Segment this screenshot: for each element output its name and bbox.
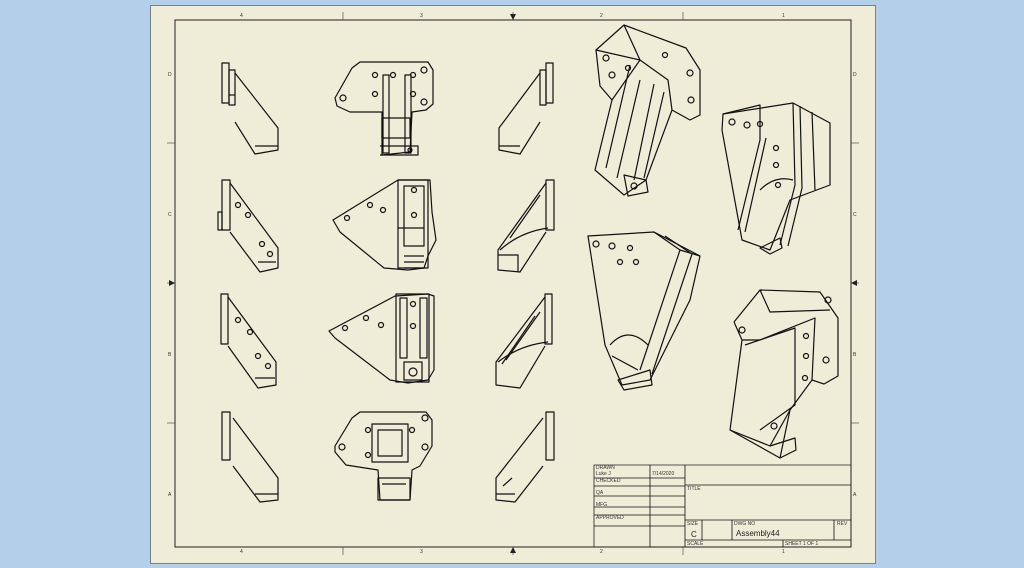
zone-col-4-bottom: 4	[240, 549, 243, 555]
view-iso-1	[594, 24, 701, 197]
sheet-value: SHEET 1 OF 1	[785, 541, 819, 547]
drawn-label: DRAWN	[596, 465, 615, 471]
view-side-d1	[221, 62, 279, 155]
rev-label: REV	[837, 521, 848, 527]
zone-row-d-left: D	[168, 72, 172, 78]
zone-row-a-right: A	[853, 492, 857, 498]
zone-row-b-left: B	[168, 352, 172, 358]
sheet-inner-border	[174, 19, 852, 548]
drawn-by: Luke J	[596, 471, 611, 477]
view-side-a1	[221, 411, 279, 503]
view-iso-4	[729, 289, 839, 459]
zone-ticks	[167, 12, 859, 555]
zone-row-d-right: D	[853, 72, 857, 78]
drawn-date: 7/14/2020	[652, 471, 675, 477]
dwg-no-label: DWG NO	[734, 521, 756, 527]
view-side-a3	[495, 411, 555, 503]
zone-col-4-top: 4	[240, 13, 243, 19]
zone-labels: 4 3 2 1 4 3 2 1 D C B A D C B A	[168, 13, 857, 555]
view-front-d2	[334, 61, 434, 156]
view-side-c3	[497, 179, 555, 273]
drawing-sheet	[150, 5, 876, 564]
size-label: SIZE	[687, 521, 699, 527]
view-side-b3	[495, 293, 553, 389]
zone-col-3-top: 3	[420, 13, 423, 19]
zone-row-b-right: B	[853, 352, 857, 358]
zone-col-3-bottom: 3	[420, 549, 423, 555]
view-front-b2	[328, 293, 435, 384]
checked-label: CHECKED	[596, 478, 621, 484]
qa-label: QA	[596, 490, 604, 496]
view-side-c1	[217, 179, 279, 273]
title-block-lines	[593, 464, 852, 548]
view-side-b1	[220, 293, 277, 389]
centering-marks	[169, 14, 857, 553]
view-iso-3	[587, 231, 701, 391]
title-label: TITLE	[687, 486, 701, 492]
view-iso-2	[721, 102, 831, 255]
scale-label: SCALE	[687, 541, 704, 547]
dwg-no-value: Assembly44	[736, 529, 780, 538]
view-side-d3	[498, 62, 554, 155]
zone-col-2-bottom: 2	[600, 549, 603, 555]
zone-col-1-bottom: 1	[782, 549, 785, 555]
view-top-a2	[334, 411, 433, 501]
size-value: C	[691, 530, 697, 539]
zone-row-a-left: A	[168, 492, 172, 498]
approved-label: APPROVED	[596, 515, 624, 521]
zone-col-1-top: 1	[782, 13, 785, 19]
view-front-c2	[332, 179, 437, 271]
zone-row-c-left: C	[168, 212, 172, 218]
mfg-label: MFG	[596, 502, 608, 508]
zone-col-2-top: 2	[600, 13, 603, 19]
zone-row-c-right: C	[853, 212, 857, 218]
